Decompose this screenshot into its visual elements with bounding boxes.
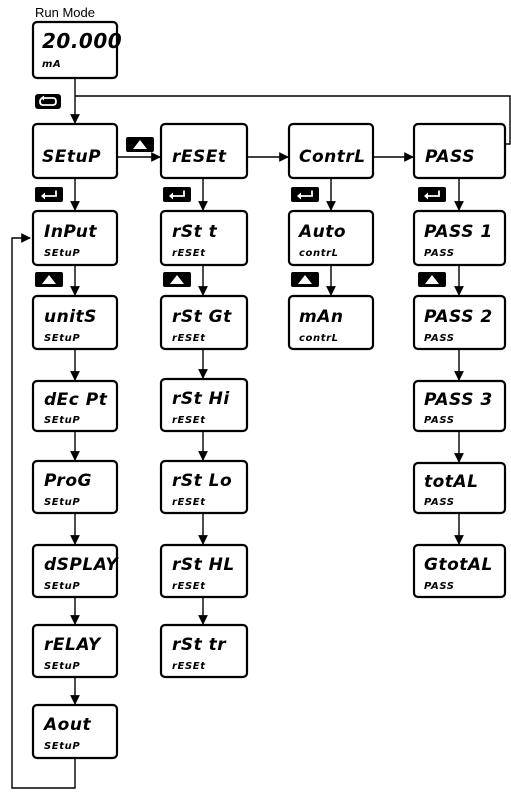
password-item-line1: GtotAL (424, 555, 493, 575)
password-item-line1: PASS 3 (424, 390, 493, 410)
up-arrow-button-icon[interactable] (418, 272, 446, 287)
setup-item-line2: SEtuP (44, 333, 80, 344)
setup-item-decimal-point[interactable]: dEc Pt SEtuP (31, 379, 119, 433)
menu-control-label: ContrL (299, 147, 366, 167)
password-item-line2: PASS (424, 333, 455, 344)
setup-item-line2: SEtuP (44, 415, 80, 426)
password-item-line2: PASS (424, 497, 455, 508)
enter-button-icon[interactable] (35, 187, 63, 202)
reset-item-line2: rESEt (172, 661, 206, 672)
up-arrow-button-icon[interactable] (163, 272, 191, 287)
menu-password[interactable]: PASS (412, 122, 507, 180)
reset-item-line2: rESEt (172, 497, 206, 508)
reset-item-trip[interactable]: rSt tr rESEt (159, 623, 249, 679)
setup-item-units[interactable]: unitS SEtuP (31, 294, 119, 351)
reset-item-high-low[interactable]: rSt HL rESEt (159, 543, 249, 599)
password-item-line1: PASS 1 (424, 222, 493, 242)
password-item-2[interactable]: PASS 2 PASS (412, 294, 507, 351)
enter-button-icon[interactable] (418, 187, 446, 202)
flow-connectors (11, 79, 511, 789)
password-item-line1: PASS 2 (424, 307, 493, 327)
reset-item-line1: rSt Gt (172, 307, 232, 327)
setup-item-analog-out[interactable]: Aout SEtuP (31, 703, 119, 760)
reset-item-line1: rSt tr (172, 635, 227, 655)
reset-item-line2: rESEt (172, 333, 206, 344)
setup-item-line2: SEtuP (44, 661, 80, 672)
setup-item-line2: SEtuP (44, 741, 80, 752)
up-arrow-button-icon[interactable] (35, 272, 63, 287)
password-item-line2: PASS (424, 415, 455, 426)
run-mode-display: 20.000 mA (31, 20, 122, 80)
reset-item-line1: rSt Lo (172, 471, 232, 491)
control-item-auto[interactable]: Auto contrL (287, 209, 375, 267)
password-item-3[interactable]: PASS 3 PASS (412, 379, 507, 433)
reset-item-line1: rSt t (172, 222, 218, 242)
reset-item-line1: rSt Hi (172, 389, 230, 409)
setup-item-display[interactable]: dSPLAY SEtuP (31, 543, 119, 599)
setup-item-relay[interactable]: rELAY SEtuP (31, 623, 119, 679)
control-item-line2: contrL (299, 248, 339, 259)
setup-item-line1: unitS (44, 307, 97, 327)
menu-setup-label: SEtuP (42, 147, 101, 167)
setup-item-line1: dEc Pt (44, 390, 108, 410)
password-item-line2: PASS (424, 581, 455, 592)
run-mode-label: Run Mode (35, 5, 95, 20)
reset-item-line2: rESEt (172, 415, 206, 426)
setup-item-line1: InPut (44, 222, 97, 242)
menu-control[interactable]: ContrL (287, 122, 375, 180)
password-item-line2: PASS (424, 248, 455, 259)
setup-item-input[interactable]: InPut SEtuP (31, 209, 119, 267)
password-item-1[interactable]: PASS 1 PASS (412, 209, 507, 267)
menu-setup[interactable]: SEtuP (31, 122, 119, 180)
reset-item-low[interactable]: rSt Lo rESEt (159, 459, 249, 515)
control-item-line1: mAn (299, 307, 343, 327)
reset-item-line2: rESEt (172, 248, 206, 259)
reset-item-line1: rSt HL (172, 555, 235, 575)
menu-reset-label: rESEt (172, 147, 227, 167)
up-arrow-button-icon[interactable] (126, 137, 154, 152)
enter-button-icon[interactable] (163, 187, 191, 202)
setup-item-line2: SEtuP (44, 581, 80, 592)
setup-item-line2: SEtuP (44, 248, 80, 259)
control-item-manual[interactable]: mAn contrL (287, 294, 375, 351)
setup-item-program[interactable]: ProG SEtuP (31, 459, 119, 515)
enter-button-icon[interactable] (291, 187, 319, 202)
setup-item-line2: SEtuP (44, 497, 80, 508)
reset-item-line2: rESEt (172, 581, 206, 592)
password-item-line1: totAL (424, 472, 478, 492)
menu-button-icon[interactable] (35, 94, 61, 109)
run-display-value: 20.000 (42, 29, 122, 53)
menu-reset[interactable]: rESEt (159, 122, 249, 180)
password-item-total[interactable]: totAL PASS (412, 461, 507, 515)
control-item-line1: Auto (297, 222, 346, 242)
reset-item-total[interactable]: rSt t rESEt (159, 209, 249, 267)
up-arrow-button-icon[interactable] (291, 272, 319, 287)
menu-password-label: PASS (425, 147, 475, 167)
control-item-line2: contrL (299, 333, 339, 344)
run-display-unit: mA (42, 59, 61, 70)
password-item-grand-total[interactable]: GtotAL PASS (412, 543, 507, 599)
setup-item-line1: dSPLAY (44, 555, 119, 575)
setup-item-line1: ProG (44, 471, 92, 491)
setup-item-line1: rELAY (44, 635, 102, 655)
reset-item-high[interactable]: rSt Hi rESEt (159, 377, 249, 433)
reset-item-grand-total[interactable]: rSt Gt rESEt (159, 294, 249, 351)
setup-item-line1: Aout (42, 715, 91, 735)
